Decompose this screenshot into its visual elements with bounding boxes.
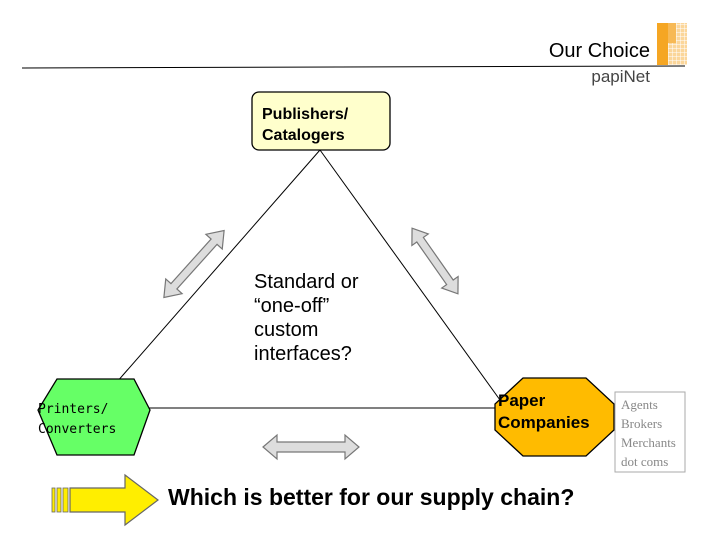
publishers-label: Publishers/ Catalogers [262,104,387,146]
center-question-line: Standard or [254,271,359,293]
slide-title: Our Choice [548,40,650,62]
printers-node [37,378,151,456]
publishers-node [251,91,391,151]
papinet-logo-icon [657,23,687,65]
printers-label: Printers/ Converters [38,400,148,440]
others-list: Agents Brokers Merchants dot coms [621,395,696,471]
double-arrow-left-icon [163,229,225,299]
bottom-question: Which is better for our supply chain? [168,484,575,510]
header-rule [21,65,686,69]
brand-name: papiNet [591,67,650,86]
paper-label: Paper Companies [498,390,613,434]
double-arrow-right-icon [411,227,459,295]
publishers-label-line: Catalogers [262,127,345,144]
others-item: Agents [621,397,658,412]
center-question-line: custom [254,319,319,341]
yellow-arrow-icon [51,473,159,527]
printers-label-line: Converters [38,422,117,437]
others-item: Merchants [621,435,676,450]
paper-label-line: Paper [498,391,546,410]
paper-label-line: Companies [498,413,590,432]
center-question-line: “one-off” [254,295,330,317]
triangle-right-edge [319,149,501,401]
others-item: dot coms [621,454,669,469]
center-question: Standard or “one-off” custom interfaces? [254,270,404,366]
paper-node [494,377,615,457]
publishers-label-line: Publishers/ [262,106,349,123]
others-item: Brokers [621,416,663,431]
triangle-left-edge [94,149,321,408]
center-question-line: interfaces? [254,343,352,365]
printers-label-line: Printers/ [38,402,109,417]
double-arrow-horizontal-icon [262,433,360,461]
others-box [614,391,686,473]
